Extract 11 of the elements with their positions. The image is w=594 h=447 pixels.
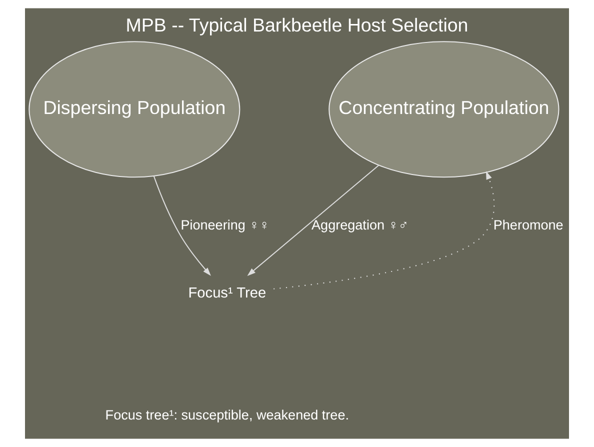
edge-label: Aggregation ♀♂ [312, 218, 409, 233]
edge-label: Pheromone [493, 218, 564, 233]
label: Focus tree¹: susceptible, weakened tree. [105, 407, 350, 422]
node-ellipse: Concentrating Population [328, 41, 560, 178]
node-text: Focus¹ Tree [188, 286, 266, 302]
edge-label: Pioneering ♀♀ [180, 218, 270, 233]
node-ellipse: Dispersing Population [28, 41, 240, 178]
arrow [274, 171, 495, 290]
arrow [247, 165, 379, 276]
diagram-title: MPB -- Typical Barkbeetle Host Selection [126, 14, 468, 36]
arrow [153, 176, 211, 276]
